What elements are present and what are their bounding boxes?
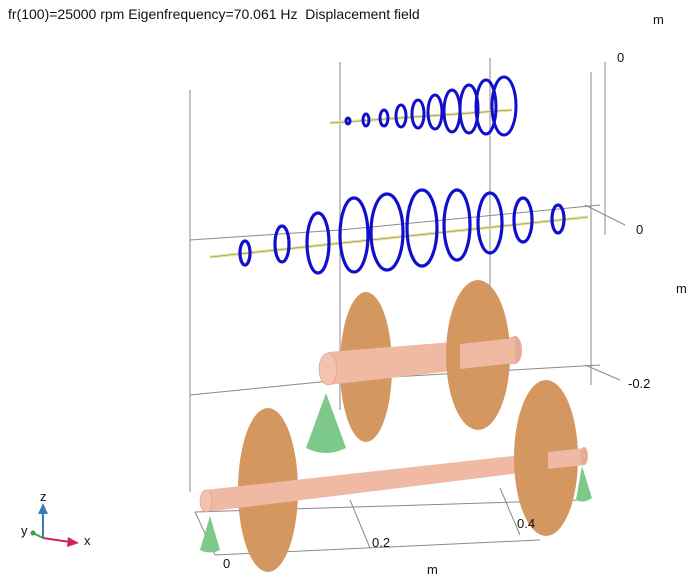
unit-label-bottom: m bbox=[427, 562, 438, 577]
orbit-ellipse bbox=[476, 191, 504, 255]
orbit-ellipse bbox=[361, 112, 371, 128]
rotor-lower bbox=[199, 380, 592, 572]
orbit-ellipse bbox=[338, 196, 370, 274]
tick-x-0.4: 0.4 bbox=[517, 516, 535, 531]
orbit-plot-shaft-2 bbox=[209, 188, 589, 275]
orbit-ellipse bbox=[490, 75, 518, 137]
support-cone bbox=[576, 466, 592, 502]
orbit-ellipse bbox=[474, 78, 498, 136]
orbit-ellipse bbox=[305, 211, 331, 275]
shaft-upper-end bbox=[318, 352, 338, 386]
support-cone bbox=[306, 393, 346, 453]
orbit-ellipse bbox=[442, 88, 462, 134]
shaft-lower bbox=[205, 448, 585, 512]
axis-triad: z y x bbox=[21, 489, 91, 548]
orbit-ellipse bbox=[378, 108, 390, 128]
rotor-upper bbox=[306, 280, 522, 453]
triad-y-label: y bbox=[21, 523, 28, 538]
plot-title: fr(100)=25000 rpm Eigenfrequency=70.061 … bbox=[8, 6, 420, 22]
tick-y-low: -0.2 bbox=[628, 376, 650, 391]
tick-y-mid: 0 bbox=[636, 222, 643, 237]
shaft-lower-end bbox=[199, 489, 213, 513]
unit-label-top-right: m bbox=[653, 12, 664, 27]
orbit-ellipse bbox=[344, 116, 352, 126]
orbit-ellipse bbox=[426, 93, 444, 131]
orbit-ellipse bbox=[458, 83, 480, 135]
tick-z-top: 0 bbox=[617, 50, 624, 65]
orbit-ellipse bbox=[405, 188, 439, 268]
support-cone bbox=[200, 516, 220, 553]
triad-z-label: z bbox=[40, 489, 47, 504]
orbit-ellipse bbox=[273, 224, 291, 264]
unit-label-right: m bbox=[676, 281, 687, 296]
orbit-plot-shaft-1 bbox=[329, 75, 518, 137]
triad-x-label: x bbox=[84, 533, 91, 548]
orbit-ellipse bbox=[410, 98, 426, 130]
orbit-ellipse bbox=[512, 196, 534, 244]
tick-x-0: 0 bbox=[223, 556, 230, 571]
disk-lower-right bbox=[514, 380, 578, 536]
orbit-ellipse bbox=[238, 239, 252, 267]
orbit-ellipse bbox=[442, 188, 472, 262]
tick-x-0.2: 0.2 bbox=[372, 535, 390, 550]
orbit-ellipse bbox=[394, 103, 408, 129]
orbit-ellipse bbox=[550, 203, 566, 235]
orbit-ellipse bbox=[369, 192, 405, 272]
